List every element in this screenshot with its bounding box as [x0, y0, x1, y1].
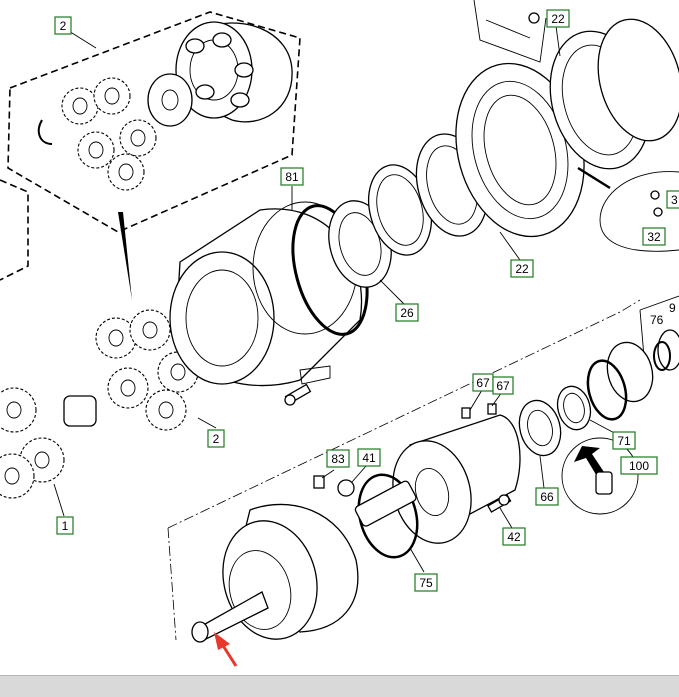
callout-2a: 2 [54, 16, 72, 35]
plug-67b [487, 403, 497, 415]
plug-67a [461, 407, 471, 419]
callout-label: 100 [629, 459, 649, 473]
callout-67b: 67 [492, 376, 514, 395]
ring-gear-housing [169, 201, 363, 387]
callout-67a: 67 [472, 373, 494, 392]
housing-bolt [284, 383, 312, 406]
diagram-svg: 2 22 81 3 32 22 26 76 9 67 67 71 [0, 0, 679, 667]
inset-top-right [473, 0, 547, 63]
planet-gear-set [95, 309, 199, 431]
callout-75: 75 [414, 573, 438, 592]
callout-label: 26 [400, 306, 414, 320]
lower-frame-top [167, 299, 641, 529]
callout-100: 100 [620, 456, 658, 475]
callout-label: 41 [362, 451, 376, 465]
callout-22b: 22 [510, 259, 534, 278]
fitting-41 [337, 479, 355, 497]
callout-42: 42 [502, 527, 526, 546]
callout-3: 3 [666, 190, 679, 209]
pointer-arrow [214, 632, 238, 667]
inset-box-2 [7, 11, 301, 233]
callout-41: 41 [357, 448, 381, 467]
bearing-66 [518, 399, 562, 457]
bolt-42 [487, 494, 512, 513]
plug-83 [313, 475, 325, 489]
callout-1: 1 [56, 516, 74, 535]
callout-label: 83 [331, 452, 345, 466]
callout-2b: 2 [207, 429, 225, 448]
callout-label: 67 [476, 376, 490, 390]
thrust-washer [147, 73, 193, 127]
detail-circle-100 [561, 437, 639, 515]
callout-label: 2 [213, 432, 220, 446]
sun-gear [63, 395, 97, 427]
callout-66: 66 [535, 487, 559, 506]
callout-label: 66 [540, 490, 554, 504]
callout-26: 26 [395, 303, 419, 322]
callout-81: 81 [280, 167, 304, 186]
callout-label: 32 [647, 230, 661, 244]
callout-label: 76 [650, 313, 664, 327]
callout-label: 75 [419, 576, 433, 590]
callout-label: 42 [507, 530, 521, 544]
inset-planet-gears [61, 77, 157, 191]
callout-32: 32 [642, 227, 666, 246]
left-gear-cluster [0, 387, 65, 499]
detail-circle-right [599, 171, 679, 252]
o-ring-71 [586, 359, 628, 421]
lower-frame-left [167, 527, 177, 641]
callout-22a: 22 [546, 9, 570, 28]
callout-9: 9 [669, 301, 676, 315]
o-ring-75 [357, 473, 419, 559]
callout-83: 83 [326, 449, 350, 468]
inset-box-left [0, 179, 29, 281]
callout-71: 71 [612, 431, 636, 450]
callout-label: 3 [671, 193, 678, 207]
callout-label: 22 [515, 262, 529, 276]
callout-label: 2 [60, 19, 67, 33]
horizontal-scrollbar[interactable] [0, 675, 679, 697]
callout-label: 1 [62, 519, 69, 533]
planet-carrier [175, 21, 293, 123]
callout-label: 22 [551, 12, 565, 26]
snap-ring [37, 119, 53, 145]
exploded-parts-diagram: 2 22 81 3 32 22 26 76 9 67 67 71 [0, 0, 679, 667]
spindle-housing [392, 414, 521, 544]
callout-76: 76 [650, 313, 664, 327]
callout-label: 81 [285, 170, 299, 184]
callout-label: 9 [669, 301, 676, 315]
seal-carrier [606, 341, 654, 403]
callout-label: 67 [496, 379, 510, 393]
output-shaft-assembly [191, 480, 417, 643]
callout-label: 71 [617, 434, 631, 448]
